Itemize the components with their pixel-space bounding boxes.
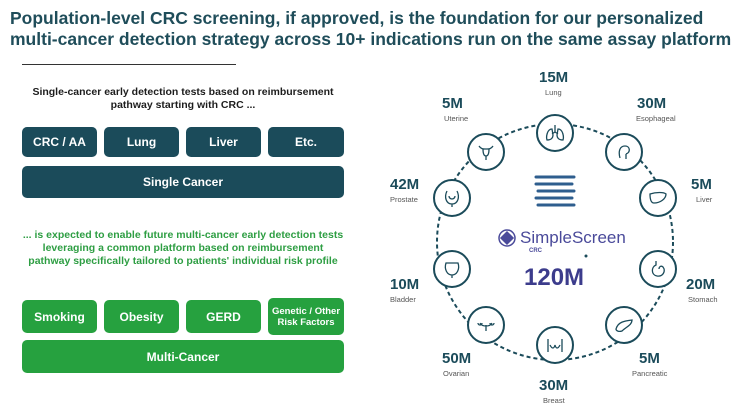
liver-icon	[649, 191, 667, 204]
tile-gerd: GERD	[186, 300, 261, 333]
bladder-icon	[444, 262, 460, 278]
intestine-icon	[534, 175, 576, 207]
label-esophageal: Esophageal	[636, 114, 676, 123]
ovary-icon	[477, 322, 495, 331]
simplescreen-logo-icon	[498, 229, 516, 247]
node-esophageal	[605, 133, 643, 171]
value-lung: 15M	[539, 69, 569, 86]
tile-lung: Lung	[104, 127, 179, 157]
value-ovarian: 50M	[442, 350, 472, 367]
title-line-2: multi-cancer detection strategy across 1…	[10, 29, 732, 49]
value-stomach: 20M	[686, 276, 716, 293]
title-line-1: Population-level CRC screening, if appro…	[10, 8, 704, 28]
value-breast: 30M	[539, 377, 569, 394]
tile-smoking: Smoking	[22, 300, 97, 333]
title-divider	[22, 64, 236, 65]
node-liver	[639, 179, 677, 217]
label-uterine: Uterine	[444, 114, 469, 123]
node-bladder	[433, 250, 471, 288]
value-bladder: 10M	[390, 276, 420, 293]
label-stomach: Stomach	[688, 295, 718, 304]
prostate-icon	[445, 190, 459, 207]
single-cancer-bar: Single Cancer	[22, 166, 344, 198]
center-dot	[584, 254, 588, 258]
stomach-icon	[651, 261, 665, 277]
tile-genetic-risk: Genetic / Other Risk Factors	[268, 298, 344, 335]
label-breast: Breast	[543, 396, 565, 405]
node-prostate	[433, 179, 471, 217]
node-ovarian	[467, 306, 505, 344]
node-uterine	[467, 133, 505, 171]
node-pancreatic	[605, 306, 643, 344]
node-lung	[536, 114, 574, 152]
total-population: 120M	[524, 264, 585, 291]
logo-subtitle: CRC	[529, 248, 542, 254]
pancreas-icon	[615, 319, 633, 333]
label-liver: Liver	[696, 195, 713, 204]
indication-wheel: SimpleScreen CRC 120M 15M Lung 30M Esoph…	[380, 60, 752, 408]
caption-single-cancer: Single-cancer early detection tests base…	[32, 86, 334, 111]
slide-title: Population-level CRC screening, if appro…	[10, 8, 752, 50]
label-prostate: Prostate	[390, 195, 418, 204]
label-pancreatic: Pancreatic	[632, 369, 668, 378]
label-lung: Lung	[545, 88, 562, 97]
value-pancreatic: 5M	[639, 350, 660, 367]
label-ovarian: Ovarian	[443, 369, 470, 378]
logo-text: SimpleScreen	[520, 228, 626, 247]
value-liver: 5M	[691, 176, 712, 193]
esophagus-icon	[618, 145, 630, 159]
node-stomach	[639, 250, 677, 288]
tile-liver: Liver	[186, 127, 261, 157]
lungs-icon	[546, 125, 564, 141]
value-uterine: 5M	[442, 95, 463, 112]
caption-multi-cancer: ... is expected to enable future multi-c…	[22, 229, 344, 267]
breast-icon	[547, 339, 563, 352]
label-bladder: Bladder	[390, 295, 416, 304]
value-prostate: 42M	[390, 176, 420, 193]
uterus-icon	[478, 145, 494, 160]
tile-crc-aa: CRC / AA	[22, 127, 97, 157]
value-esophageal: 30M	[637, 95, 667, 112]
tile-obesity: Obesity	[104, 300, 179, 333]
node-breast	[536, 326, 574, 364]
multi-cancer-bar: Multi-Cancer	[22, 340, 344, 373]
tile-etc: Etc.	[268, 127, 344, 157]
